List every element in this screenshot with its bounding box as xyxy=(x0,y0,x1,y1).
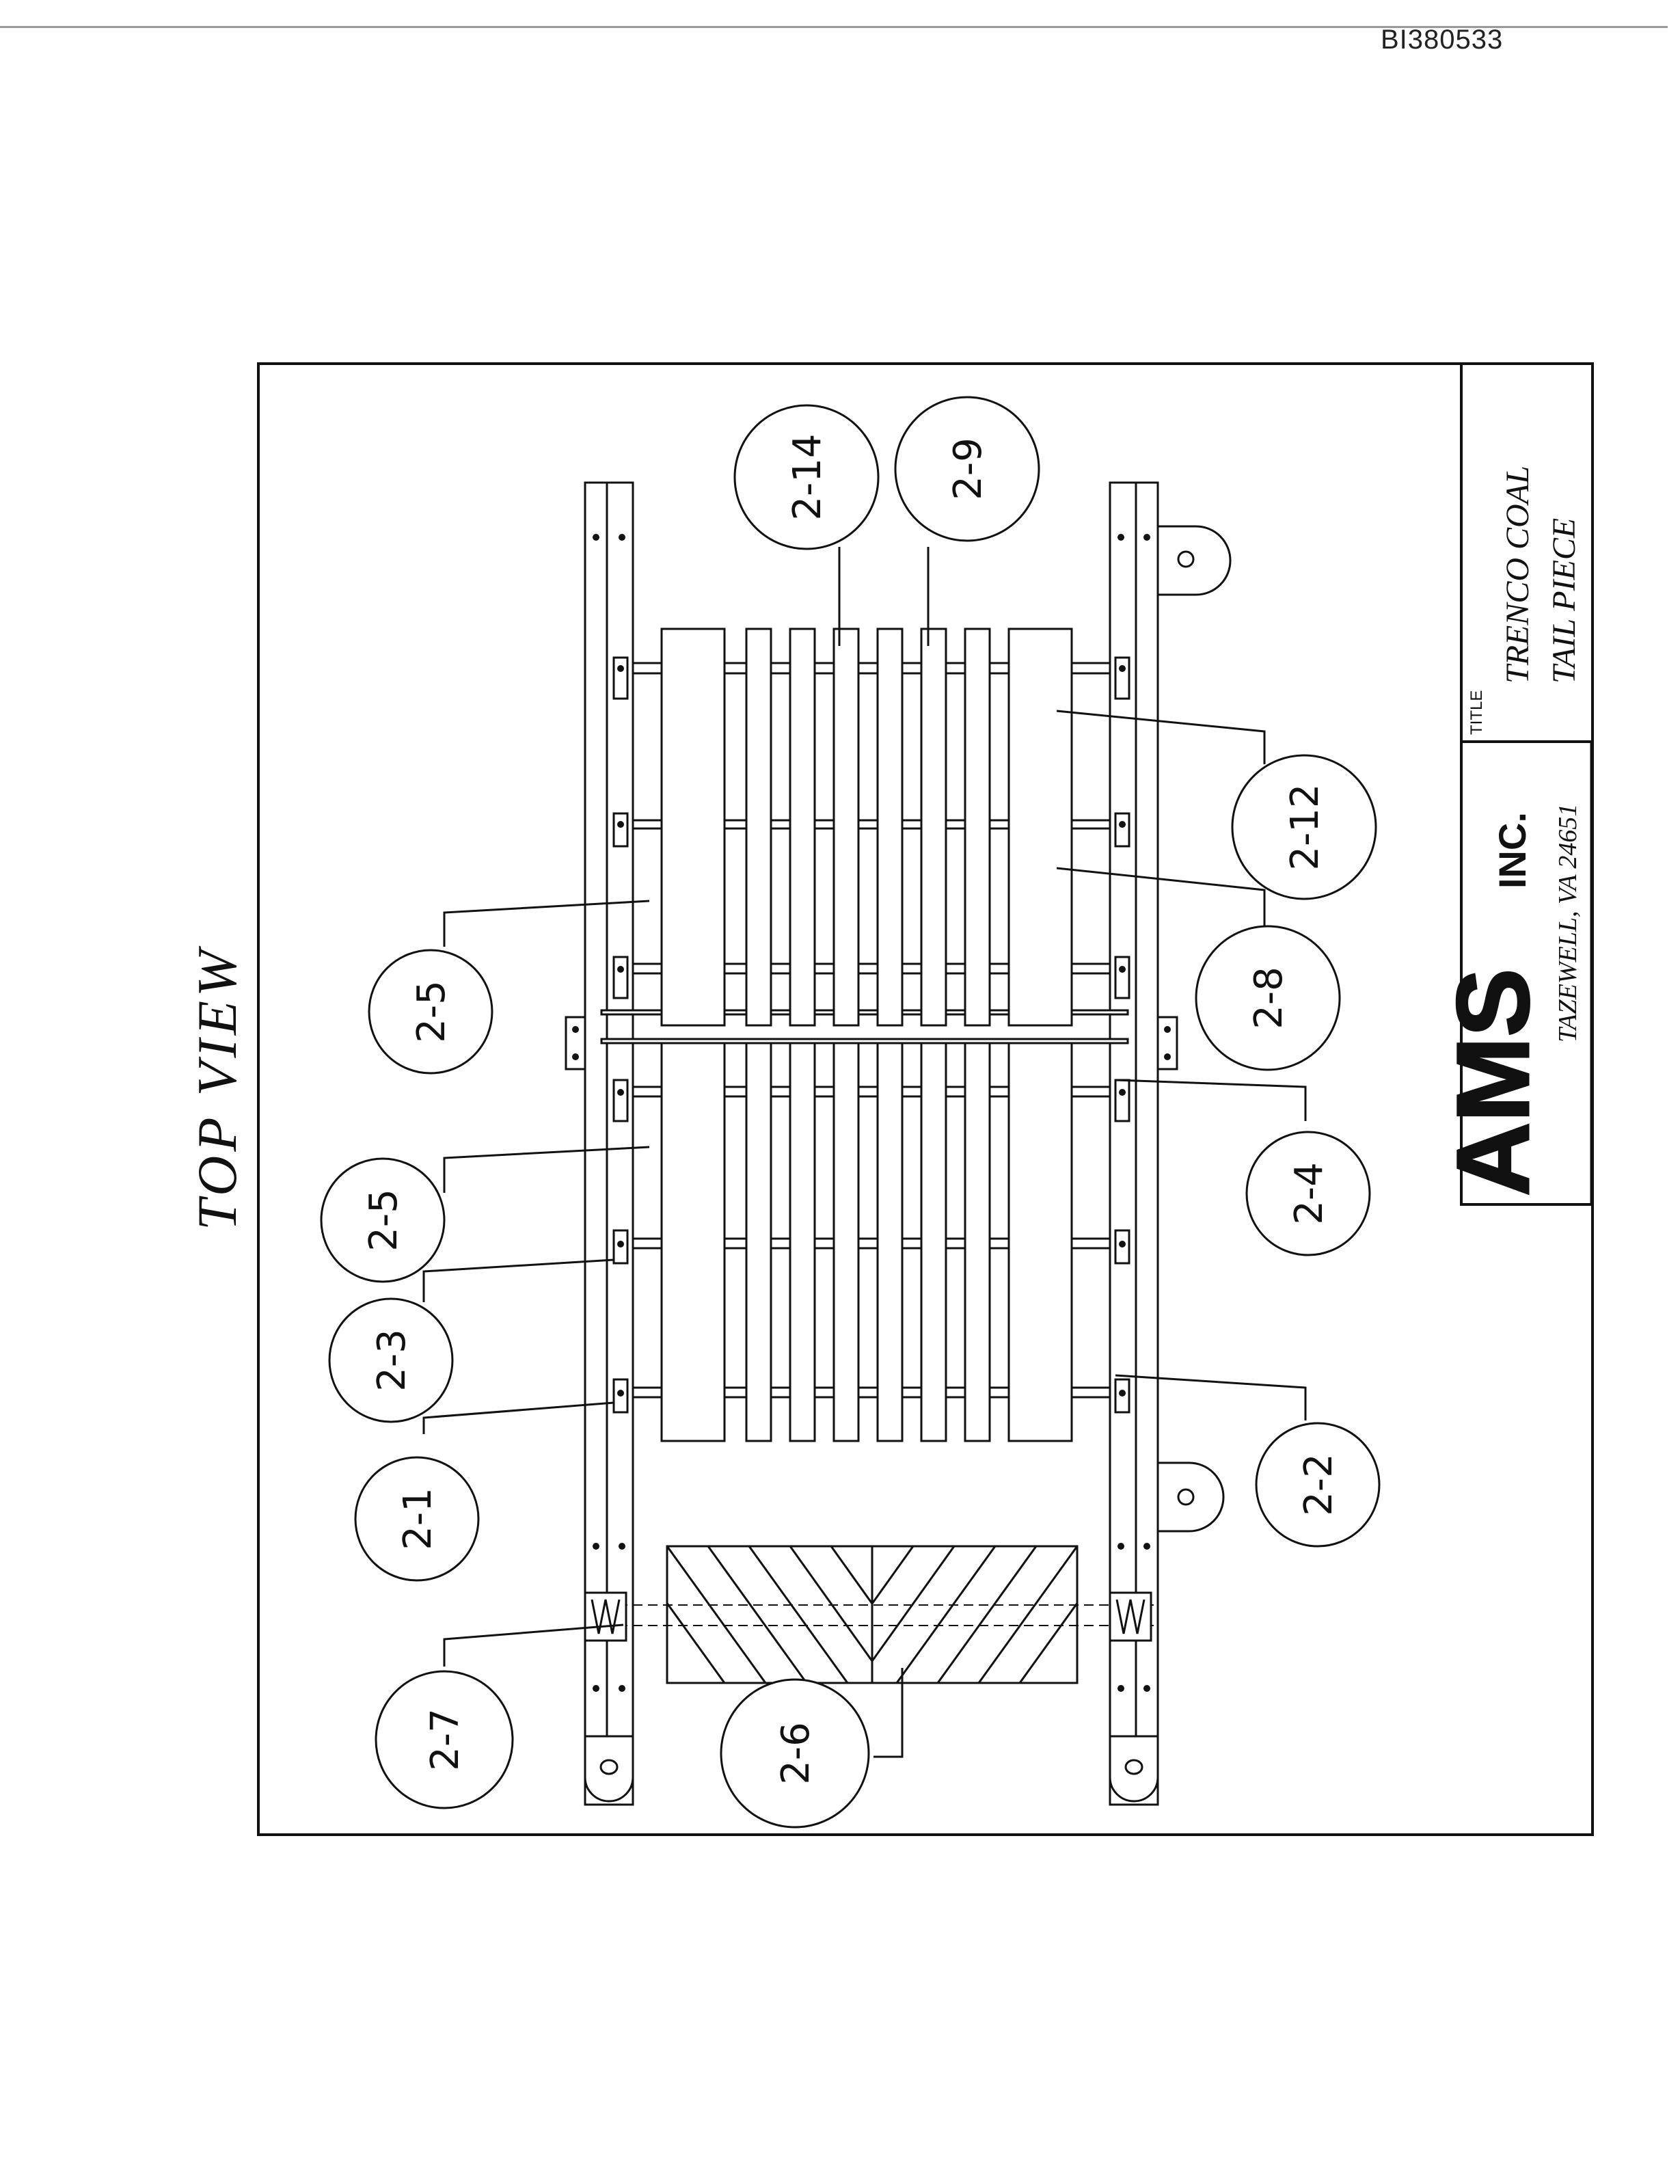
upper-bed-section xyxy=(633,628,1110,1027)
side-lugs xyxy=(1156,525,1232,1533)
splice-plates xyxy=(565,1009,1178,1070)
callout-bubble-2-12 xyxy=(1231,754,1377,900)
view-title: TOP VIEW xyxy=(186,945,248,1230)
callout-2-6: 2-6 xyxy=(774,1722,818,1784)
document-id: BI380533 xyxy=(1381,25,1504,55)
callout-2-3: 2-3 xyxy=(370,1329,414,1391)
rail-bolts xyxy=(572,534,1171,1692)
callout-bubble-2-5-upper xyxy=(368,949,493,1075)
title-line-2: TAIL PIECE xyxy=(1546,518,1582,684)
callout-bubble-2-14 xyxy=(733,404,880,550)
callout-bubble-2-8 xyxy=(1195,925,1341,1071)
callout-bubbles xyxy=(320,396,1381,1829)
callout-2-1: 2-1 xyxy=(396,1487,440,1550)
left-rail xyxy=(584,481,634,1806)
callout-2-12: 2-12 xyxy=(1283,783,1327,870)
callout-bubble-2-6 xyxy=(720,1678,870,1829)
callout-2-2: 2-2 xyxy=(1297,1453,1341,1515)
leader-lines xyxy=(422,547,1307,1758)
scan-top-rule xyxy=(0,26,1668,28)
callout-2-4: 2-4 xyxy=(1287,1162,1331,1224)
callout-2-14: 2-14 xyxy=(785,433,830,520)
title-line-1: TRENCO COAL xyxy=(1500,466,1536,684)
callout-bubble-2-4 xyxy=(1245,1131,1371,1256)
callout-2-7: 2-7 xyxy=(423,1708,468,1770)
callout-bubble-2-3 xyxy=(328,1297,454,1423)
callout-2-8: 2-8 xyxy=(1247,967,1291,1029)
title-block: TITLE TRENCO COAL TAIL PIECE AMS INC. TA… xyxy=(1435,362,1594,1206)
callout-2-9: 2-9 xyxy=(946,437,990,500)
end-lugs xyxy=(584,1735,1159,1803)
company-location: TAZEWELL, VA 24651 xyxy=(1554,804,1582,1042)
take-up-bearings xyxy=(584,1591,1152,1642)
right-rail xyxy=(1109,481,1159,1806)
callout-bubble-2-1 xyxy=(354,1456,480,1582)
callout-labels: 2-14 2-9 2-12 2-8 2-4 2-2 2-5 2-5 2-3 2-… xyxy=(362,433,1341,1784)
callout-bubble-2-9 xyxy=(894,396,1040,542)
lower-bed-section xyxy=(633,1042,1110,1442)
callout-2-5-upper: 2-5 xyxy=(409,980,454,1042)
callout-bubble-2-2 xyxy=(1255,1422,1381,1548)
company-suffix: INC. xyxy=(1491,812,1534,889)
bearing-brackets xyxy=(612,656,1130,1414)
callout-2-5-lower: 2-5 xyxy=(362,1189,406,1251)
tail-pulley xyxy=(588,1545,1155,1684)
callout-bubble-2-7 xyxy=(375,1670,514,1809)
callout-bubble-2-5-lower xyxy=(320,1157,446,1283)
title-label: TITLE xyxy=(1467,690,1486,735)
company-logo: AMS xyxy=(1435,969,1550,1196)
